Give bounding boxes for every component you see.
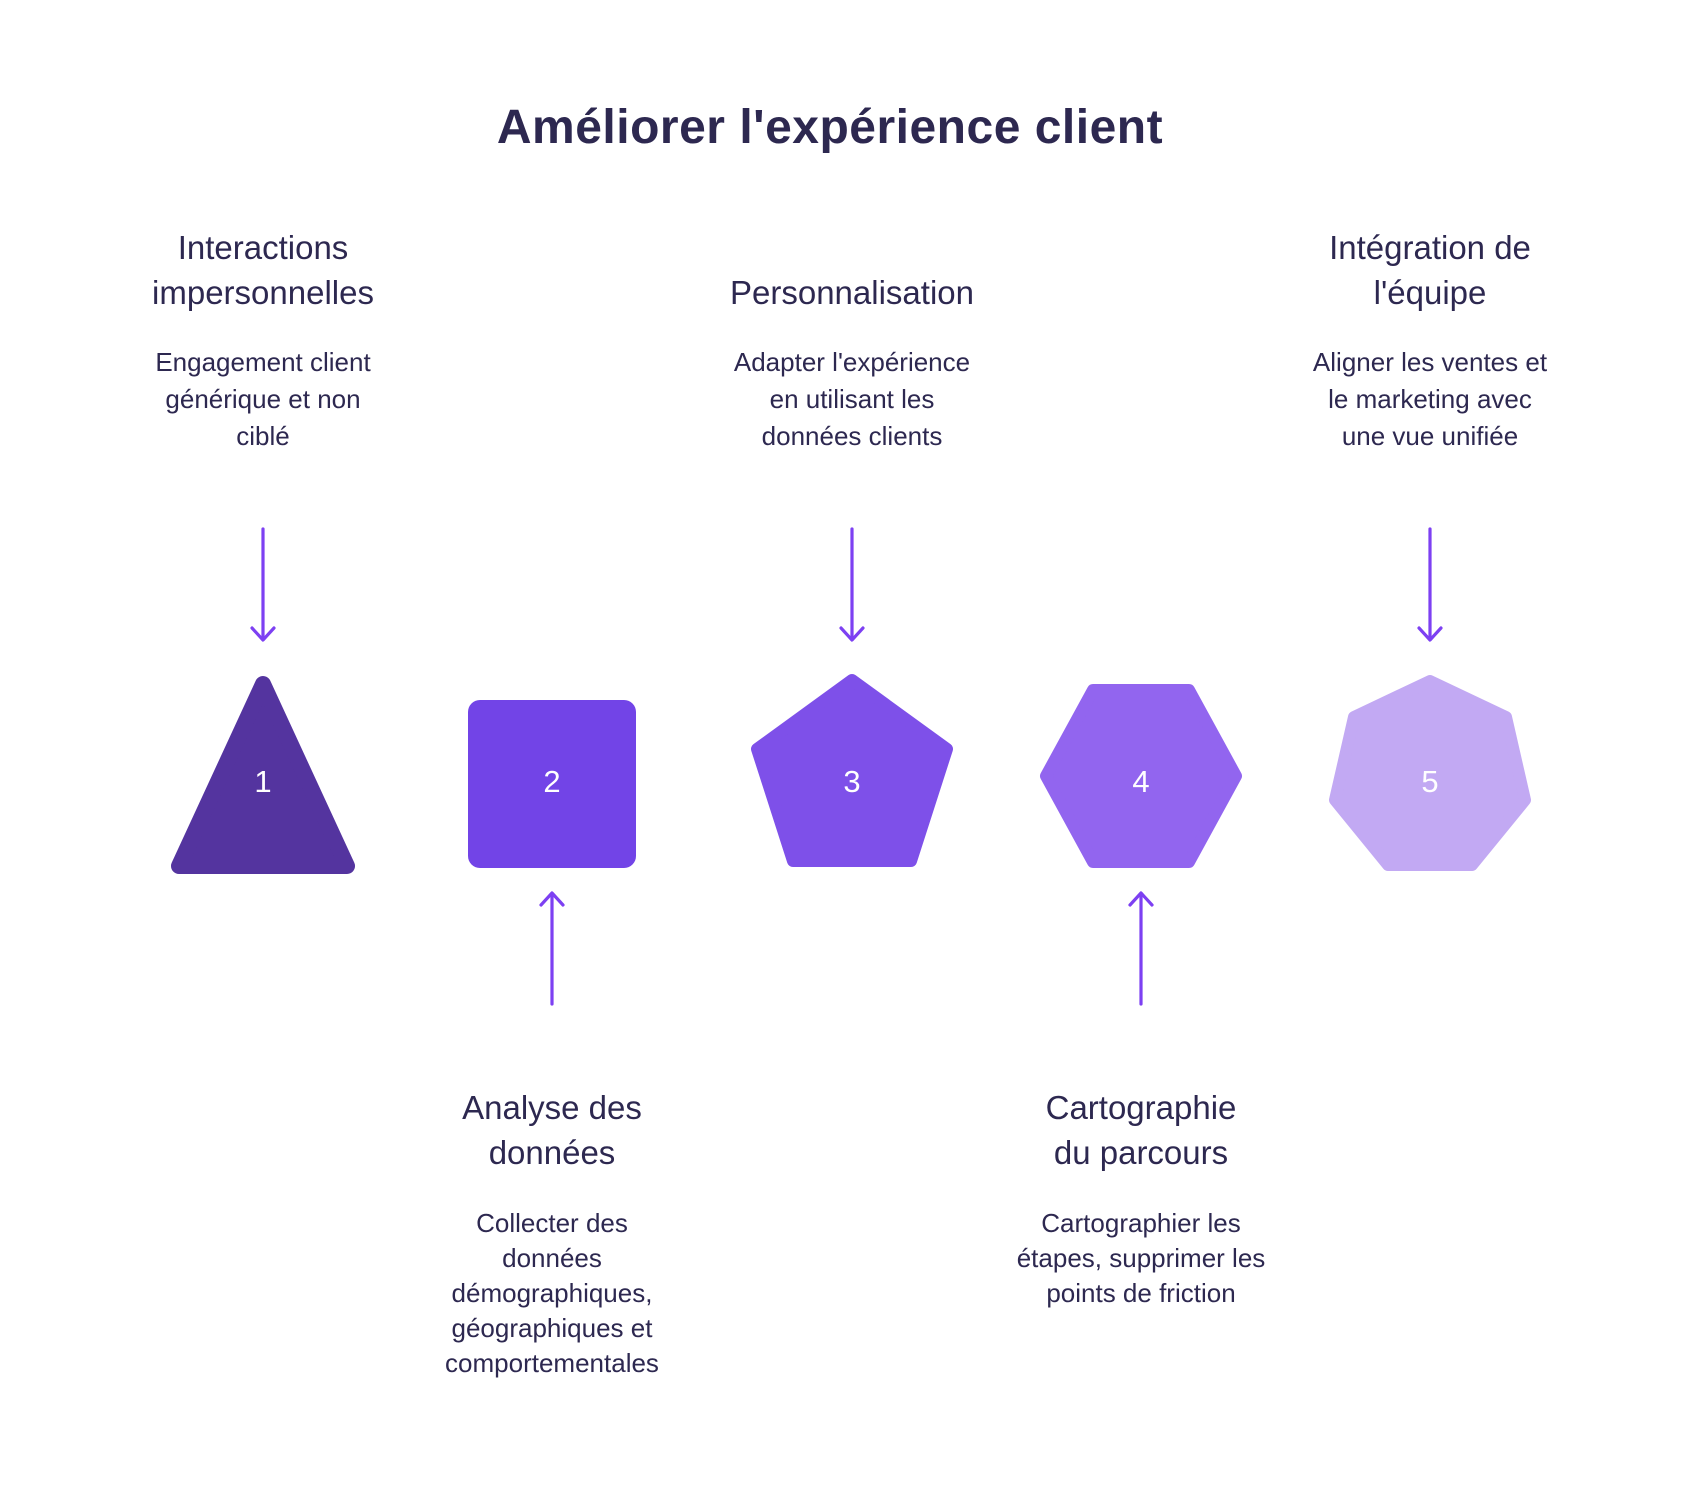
step-heading: Analyse des données: [462, 1089, 642, 1171]
step-heading: Personnalisation: [730, 274, 974, 311]
heptagon-shape: 5: [1329, 668, 1531, 883]
page-title: Améliorer l'expérience client: [496, 101, 1164, 154]
step-description: Cartographier les étapes, supprimer les …: [1016, 1208, 1266, 1308]
step-number: 4: [1132, 764, 1150, 799]
down-arrow-icon: [839, 527, 865, 642]
step-description: Collecter des données démographiques, gé…: [445, 1208, 659, 1378]
step-heading: Intégration de l'équipe: [1329, 229, 1531, 311]
triangle-shape: 1: [163, 668, 363, 883]
up-arrow-icon: [1128, 891, 1154, 1006]
step-description: Adapter l'expérience en utilisant les do…: [733, 347, 971, 451]
step-number: 1: [254, 764, 272, 799]
square-shape: 2: [452, 668, 652, 883]
step-number: 2: [543, 764, 561, 799]
step-number: 5: [1421, 764, 1439, 799]
up-arrow-icon: [539, 891, 565, 1006]
step-heading: Interactions impersonnelles: [152, 229, 374, 311]
down-arrow-icon: [250, 527, 276, 642]
step-description: Engagement client générique et non ciblé: [155, 347, 371, 451]
step-description: Aligner les ventes et le marketing avec …: [1312, 347, 1548, 451]
step-number: 3: [843, 764, 861, 799]
step-heading: Cartographie du parcours: [1045, 1089, 1237, 1171]
hexagon-shape: 4: [1040, 668, 1242, 883]
down-arrow-icon: [1417, 527, 1443, 642]
pentagon-shape: 3: [751, 668, 953, 883]
